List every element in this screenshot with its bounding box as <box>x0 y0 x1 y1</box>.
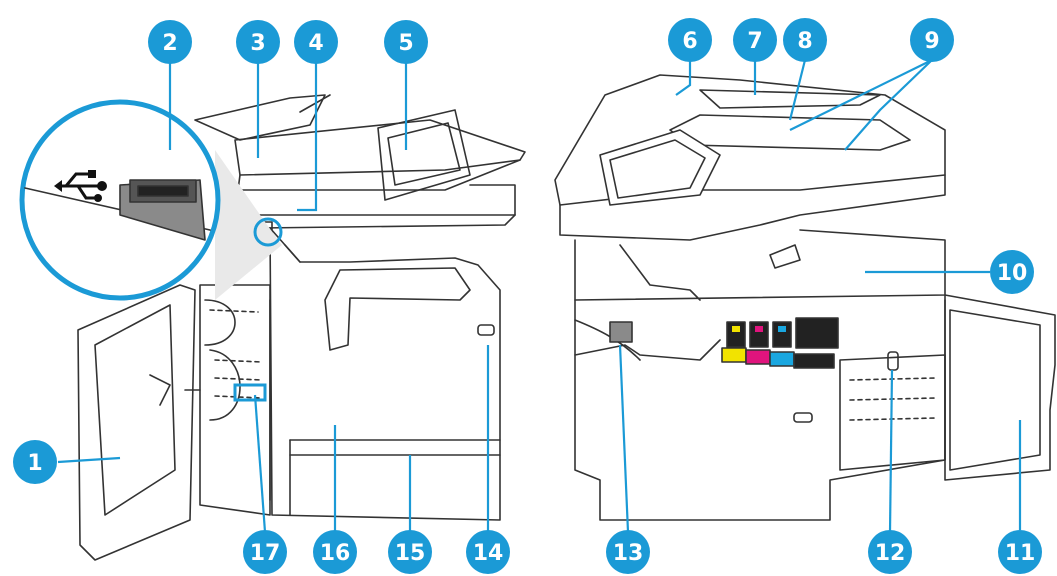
svg-text:6: 6 <box>682 29 697 54</box>
svg-text:4: 4 <box>308 31 323 56</box>
callout-7: 7 <box>733 18 777 62</box>
svg-text:2: 2 <box>162 31 177 56</box>
usb-magnifier <box>19 99 283 301</box>
svg-text:1: 1 <box>27 451 42 476</box>
svg-text:14: 14 <box>473 541 504 566</box>
callout-2: 2 <box>148 20 192 64</box>
callout-3: 3 <box>236 20 280 64</box>
svg-text:9: 9 <box>924 29 939 54</box>
svg-text:3: 3 <box>250 31 265 56</box>
callout-10: 10 <box>990 250 1034 294</box>
callout-14: 14 <box>466 530 510 574</box>
svg-text:17: 17 <box>250 541 281 566</box>
callout-11: 11 <box>998 530 1042 574</box>
svg-text:12: 12 <box>875 541 906 566</box>
svg-text:11: 11 <box>1005 541 1036 566</box>
callout-17: 17 <box>243 530 287 574</box>
right-printer <box>554 74 1056 521</box>
part-17-highlight <box>233 383 267 402</box>
callout-15: 15 <box>388 530 432 574</box>
callout-16: 16 <box>313 530 357 574</box>
callout-13: 13 <box>606 530 650 574</box>
callout-5: 5 <box>384 20 428 64</box>
svg-text:8: 8 <box>797 29 812 54</box>
usb-icon <box>54 170 107 202</box>
svg-text:5: 5 <box>398 31 413 56</box>
callout-4: 4 <box>294 20 338 64</box>
svg-text:7: 7 <box>747 29 762 54</box>
leader-lines <box>57 59 1022 533</box>
callout-12: 12 <box>868 530 912 574</box>
svg-text:10: 10 <box>997 261 1028 286</box>
svg-text:13: 13 <box>613 541 644 566</box>
svg-text:16: 16 <box>320 541 351 566</box>
callout-1: 1 <box>13 440 57 484</box>
callout-8: 8 <box>783 18 827 62</box>
callout-6: 6 <box>668 18 712 62</box>
svg-text:15: 15 <box>395 541 426 566</box>
callout-9: 9 <box>910 18 954 62</box>
